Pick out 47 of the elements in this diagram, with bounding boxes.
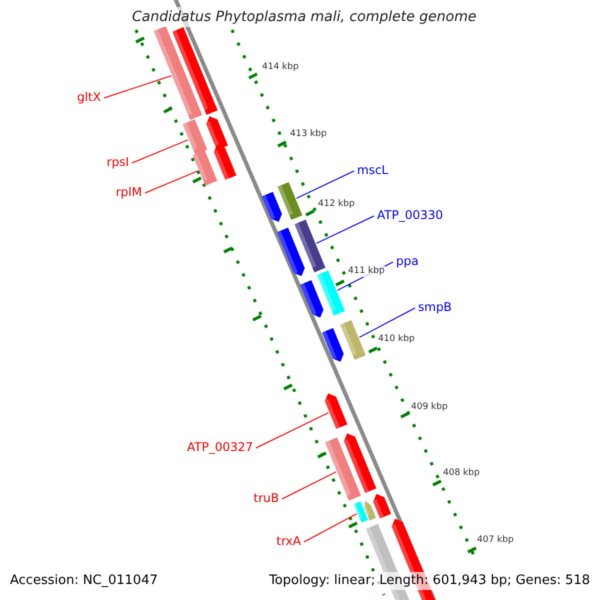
gene-label: trxA (276, 533, 301, 549)
leader-line (144, 170, 199, 194)
gene-block (192, 150, 218, 186)
leader-line (296, 170, 354, 199)
scale-label: 407 kbp (477, 535, 514, 546)
gene-block (372, 494, 392, 518)
gene-label: smpB (418, 299, 452, 315)
gene-block (278, 182, 302, 220)
leader-line (304, 513, 358, 542)
gene-label: gltX (77, 89, 101, 105)
gene-label: rpsI (106, 154, 129, 170)
gene-label: mscL (357, 162, 388, 178)
gene-block (300, 280, 324, 318)
gene-label: ATP_00330 (377, 207, 444, 223)
gene-block (172, 27, 218, 115)
scale-label: 414 kbp (262, 62, 299, 73)
gene-label: truB (254, 490, 279, 506)
gene-block (324, 393, 348, 429)
leader-line (256, 412, 330, 448)
gene-block (206, 116, 228, 150)
leader-line (358, 308, 416, 338)
gene-block (344, 433, 376, 493)
leader-line (282, 471, 337, 500)
gene-block (154, 26, 202, 120)
gene-block (325, 437, 361, 501)
gene-block (262, 192, 282, 222)
gene-block (322, 328, 344, 362)
gene-label: rplM (116, 184, 142, 200)
scale-label: 408 kbp (443, 468, 480, 479)
scale-label: 409 kbp (411, 402, 448, 413)
gene-label: ATP_00327 (186, 439, 253, 455)
leader-line (132, 139, 189, 164)
gene-block (276, 228, 305, 276)
scale-label: 410 kbp (378, 334, 415, 345)
gene-block (317, 270, 345, 316)
scale-label: 413 kbp (290, 129, 327, 140)
gene-block (354, 501, 368, 523)
gene-block (214, 144, 236, 180)
gene-block (362, 500, 376, 521)
gene-block (182, 119, 208, 155)
scale-label: 411 kbp (348, 266, 385, 277)
scale-label: 412 kbp (318, 199, 355, 210)
gene-block (340, 320, 366, 360)
gene-label: ppa (396, 253, 419, 269)
leader-line (104, 75, 172, 98)
leader-line (316, 216, 374, 244)
gene-block (294, 220, 326, 272)
